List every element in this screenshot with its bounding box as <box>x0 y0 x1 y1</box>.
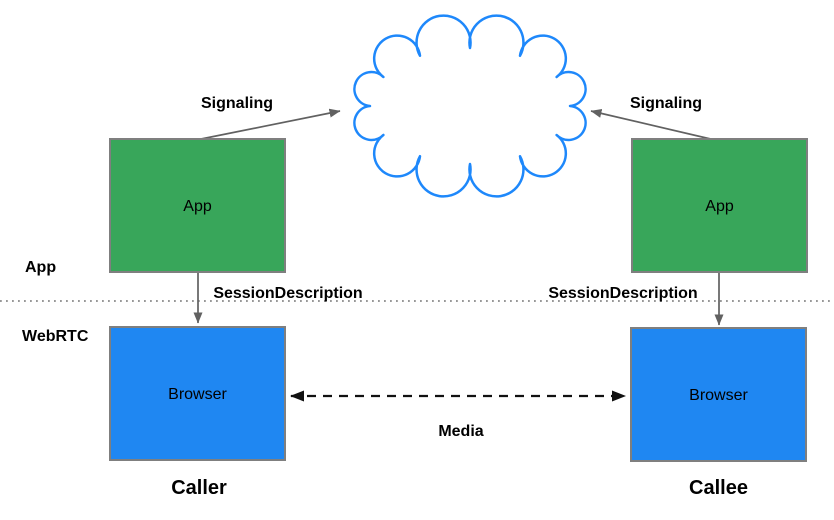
signaling-cloud-icon <box>353 14 587 198</box>
callee-signaling-label: Signaling <box>630 95 702 112</box>
caller-signaling-label: Signaling <box>201 95 273 112</box>
caller-signaling-arrow <box>200 108 341 140</box>
caller-browser-label: Browser <box>168 386 227 403</box>
node-caller-app <box>109 138 286 273</box>
layer-label-app: App <box>25 259 56 276</box>
callee-browser-label: Browser <box>689 387 748 404</box>
node-callee-browser <box>630 327 807 462</box>
layer-label-webrtc: WebRTC <box>22 328 89 345</box>
caller-caption: Caller <box>171 477 227 499</box>
media-label: Media <box>438 423 483 440</box>
node-caller-browser <box>109 326 286 461</box>
callee-app-label: App <box>705 198 734 215</box>
caller-app-label: App <box>183 198 212 215</box>
caller-sessiondescription-label: SessionDescription <box>213 285 362 302</box>
node-callee-app <box>631 138 808 273</box>
callee-caption: Callee <box>689 477 748 499</box>
callee-signaling-arrow <box>590 109 716 141</box>
callee-sessiondescription-label: SessionDescription <box>548 285 697 302</box>
